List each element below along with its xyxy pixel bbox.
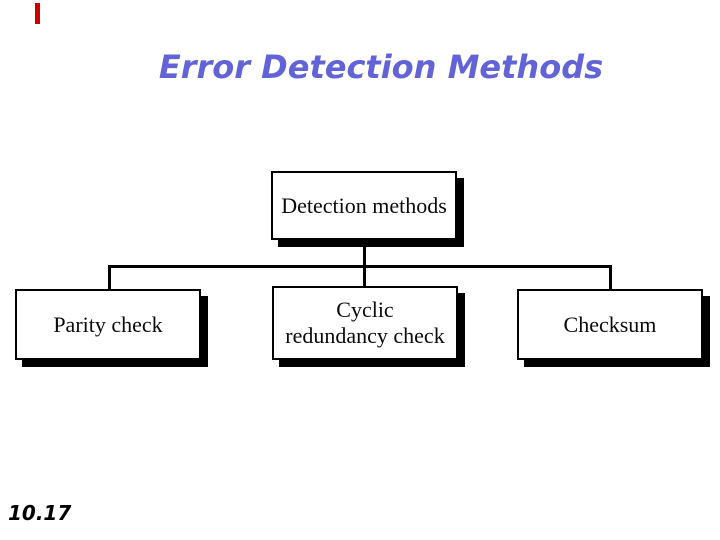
node-cyclic-redundancy-check-label: Cyclic redundancy check	[285, 297, 444, 349]
connector-left-vertical	[108, 265, 111, 290]
red-accent-mark	[35, 3, 40, 24]
connector-middle-vertical	[363, 265, 366, 287]
node-detection-methods-label: Detection methods	[281, 192, 447, 218]
node-parity-check-label: Parity check	[53, 311, 163, 337]
crc-label-line-2: redundancy check	[285, 323, 445, 348]
node-detection-methods: Detection methods	[271, 171, 457, 240]
node-parity-check: Parity check	[15, 289, 201, 360]
connector-right-vertical	[609, 265, 612, 290]
page-number: 10.17	[8, 501, 72, 525]
node-checksum-label: Checksum	[563, 311, 657, 337]
connector-horizontal	[108, 265, 612, 268]
node-cyclic-redundancy-check: Cyclic redundancy check	[272, 286, 458, 360]
connector-root-vertical	[363, 240, 366, 267]
slide-title: Error Detection Methods	[158, 48, 604, 86]
crc-label-line-1: Cyclic	[336, 297, 394, 323]
node-checksum: Checksum	[517, 289, 703, 360]
